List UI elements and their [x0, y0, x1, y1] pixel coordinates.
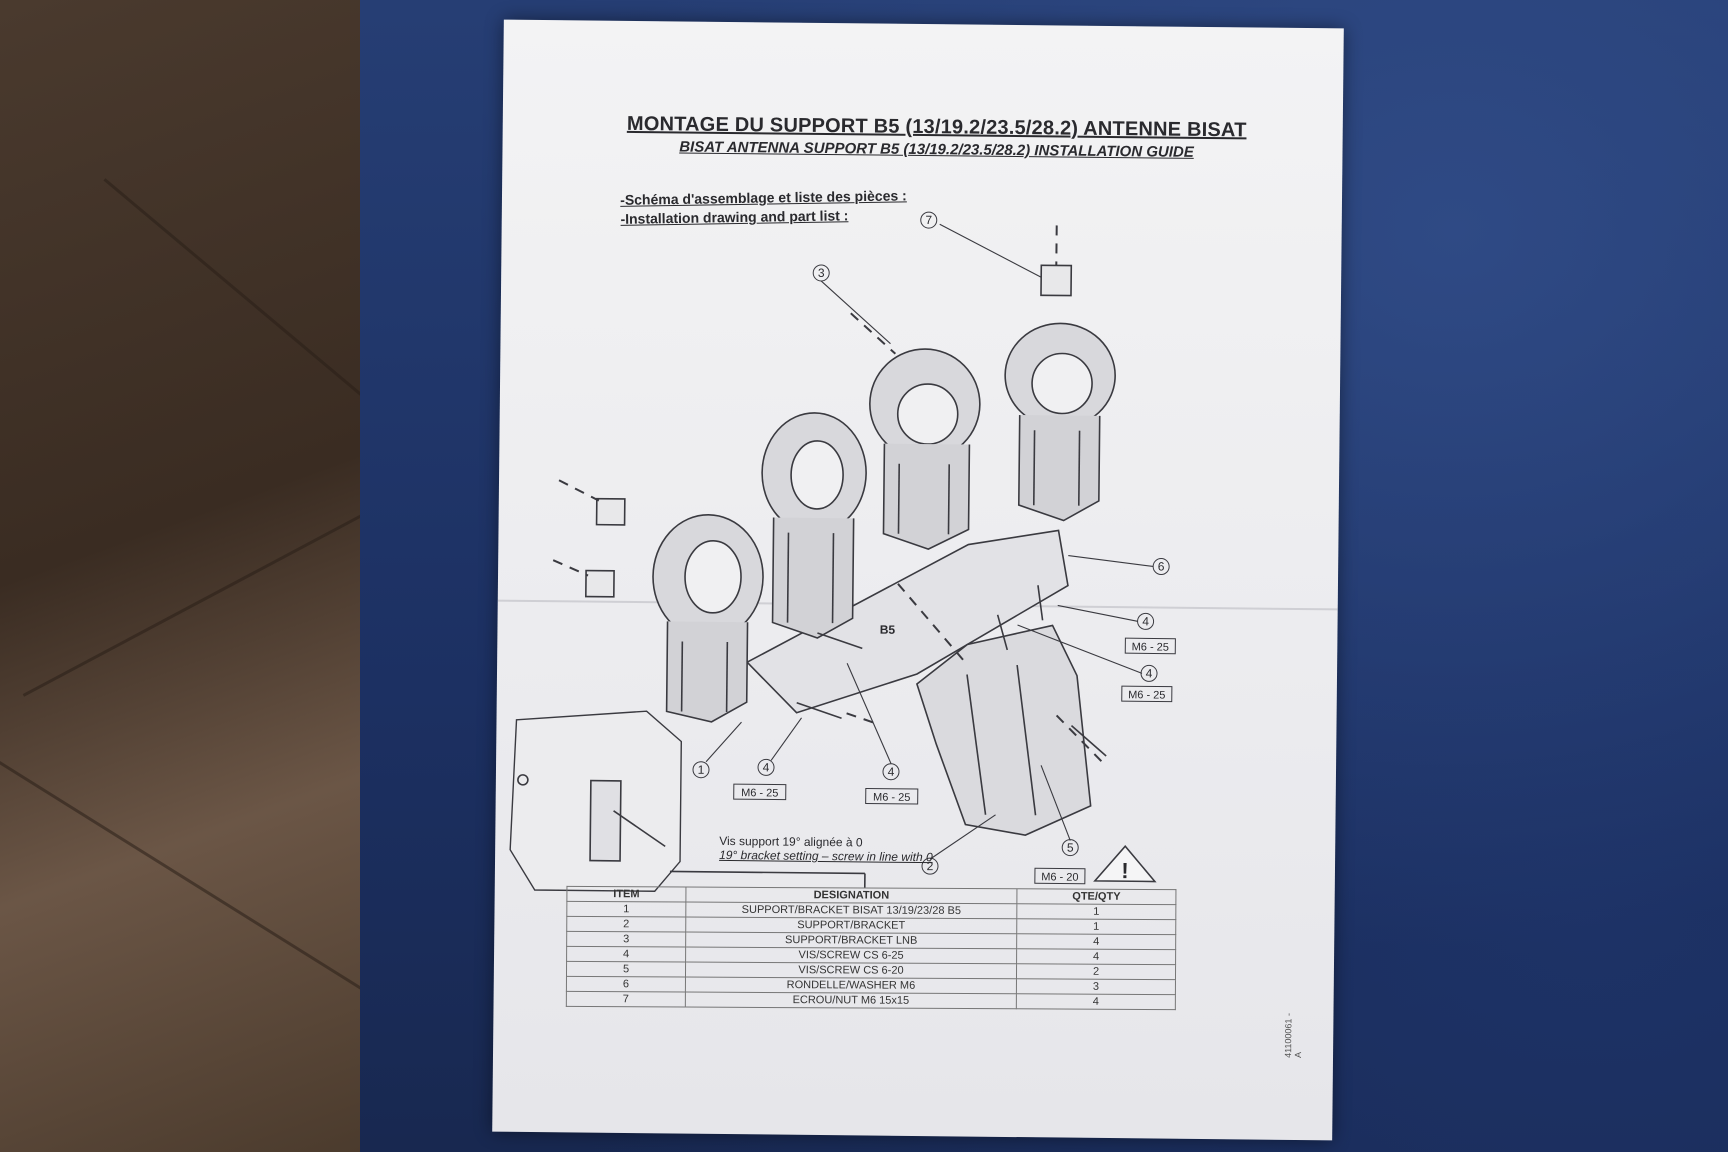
label-m6-25-c: M6 - 25	[1132, 641, 1169, 653]
callout-4b: 4	[888, 765, 895, 779]
cell-qty: 1	[1016, 903, 1176, 920]
inset-note: Vis support 19° alignée à 0 19° bracket …	[719, 834, 933, 864]
header-qty: QTE/QTY	[1016, 888, 1176, 905]
callout-6: 6	[1158, 560, 1165, 574]
callout-1: 1	[698, 763, 705, 777]
callout-4a-circle	[757, 758, 775, 776]
callout-4d: 4	[1146, 666, 1153, 680]
callout-2-circle	[921, 857, 939, 875]
warning-triangle	[1093, 844, 1157, 883]
cell-designation: RONDELLE/WASHER M6	[685, 977, 1017, 994]
cell-qty: 4	[1016, 948, 1176, 965]
cell-designation: SUPPORT/BRACKET BISAT 13/19/23/28 B5	[685, 902, 1017, 919]
cell-item: 3	[566, 931, 686, 948]
cell-item: 7	[566, 991, 686, 1008]
header-item: ITEM	[566, 886, 686, 903]
callout-4b-circle	[882, 763, 900, 781]
nut-left-1	[595, 497, 626, 526]
callout-4d-circle	[1140, 664, 1158, 682]
cell-qty: 4	[1016, 993, 1176, 1010]
label-m6-25-a: M6 - 25	[741, 787, 778, 799]
callout-2: 2	[927, 859, 934, 873]
callout-7-circle	[920, 211, 938, 229]
label-m6-25-d: M6 - 25	[1128, 689, 1165, 701]
inset-note-en: 19° bracket setting – screw in line with…	[719, 847, 933, 865]
part-mark-b5: B5	[880, 623, 896, 637]
nut-left-2	[585, 569, 615, 598]
label-m6-25-b: M6 - 25	[873, 792, 910, 804]
cell-designation: VIS/SCREW CS 6-20	[685, 962, 1017, 979]
callout-4c: 4	[1142, 614, 1149, 628]
cell-item: 4	[566, 946, 686, 963]
callout-4c-circle	[1137, 612, 1155, 630]
lower-mount-bracket	[915, 624, 1092, 836]
document-reference: 41100061 - A	[1283, 1012, 1304, 1059]
callout-5: 5	[1067, 841, 1074, 855]
cell-qty: 2	[1016, 963, 1176, 980]
cell-qty: 1	[1016, 918, 1176, 935]
callout-3-circle	[812, 264, 830, 282]
cell-qty: 3	[1016, 978, 1176, 995]
cell-item: 1	[566, 901, 686, 918]
warning-symbol: !	[1121, 858, 1129, 883]
instruction-sheet: MONTAGE DU SUPPORT B5 (13/19.2/23.5/28.2…	[492, 19, 1344, 1141]
cell-designation: SUPPORT/BRACKET LNB	[685, 932, 1017, 949]
assembly-drawing: 7 3 1 4 4 2 5 6 4 4 M6 - 25 M6 - 25	[509, 211, 1176, 892]
callout-5-circle	[1061, 839, 1079, 857]
floor-tiles-background	[0, 0, 400, 1152]
callout-6-circle	[1152, 558, 1170, 576]
callout-1-circle	[692, 761, 710, 779]
base-bracket-plate	[745, 529, 1069, 714]
callout-3: 3	[818, 266, 825, 280]
cell-qty: 4	[1016, 933, 1176, 950]
lnb-clamp-3	[869, 348, 981, 550]
callout-7: 7	[925, 213, 932, 227]
cell-designation: ECROU/NUT M6 15x15	[685, 992, 1017, 1009]
screws	[796, 585, 1107, 757]
lnb-clamp-1	[652, 514, 764, 723]
cell-item: 5	[566, 961, 686, 978]
header-designation: DESIGNATION	[685, 887, 1017, 904]
lnb-clamp-2	[761, 412, 867, 639]
inset-detail	[509, 710, 866, 892]
cell-item: 6	[566, 976, 686, 993]
callout-4a: 4	[763, 760, 770, 774]
nut-top	[1040, 264, 1073, 297]
label-m6-20: M6 - 20	[1041, 871, 1078, 883]
cell-item: 2	[566, 916, 686, 933]
cell-designation: VIS/SCREW CS 6-25	[685, 947, 1017, 964]
cell-designation: SUPPORT/BRACKET	[685, 917, 1017, 934]
lnb-clamp-4	[1004, 322, 1116, 522]
